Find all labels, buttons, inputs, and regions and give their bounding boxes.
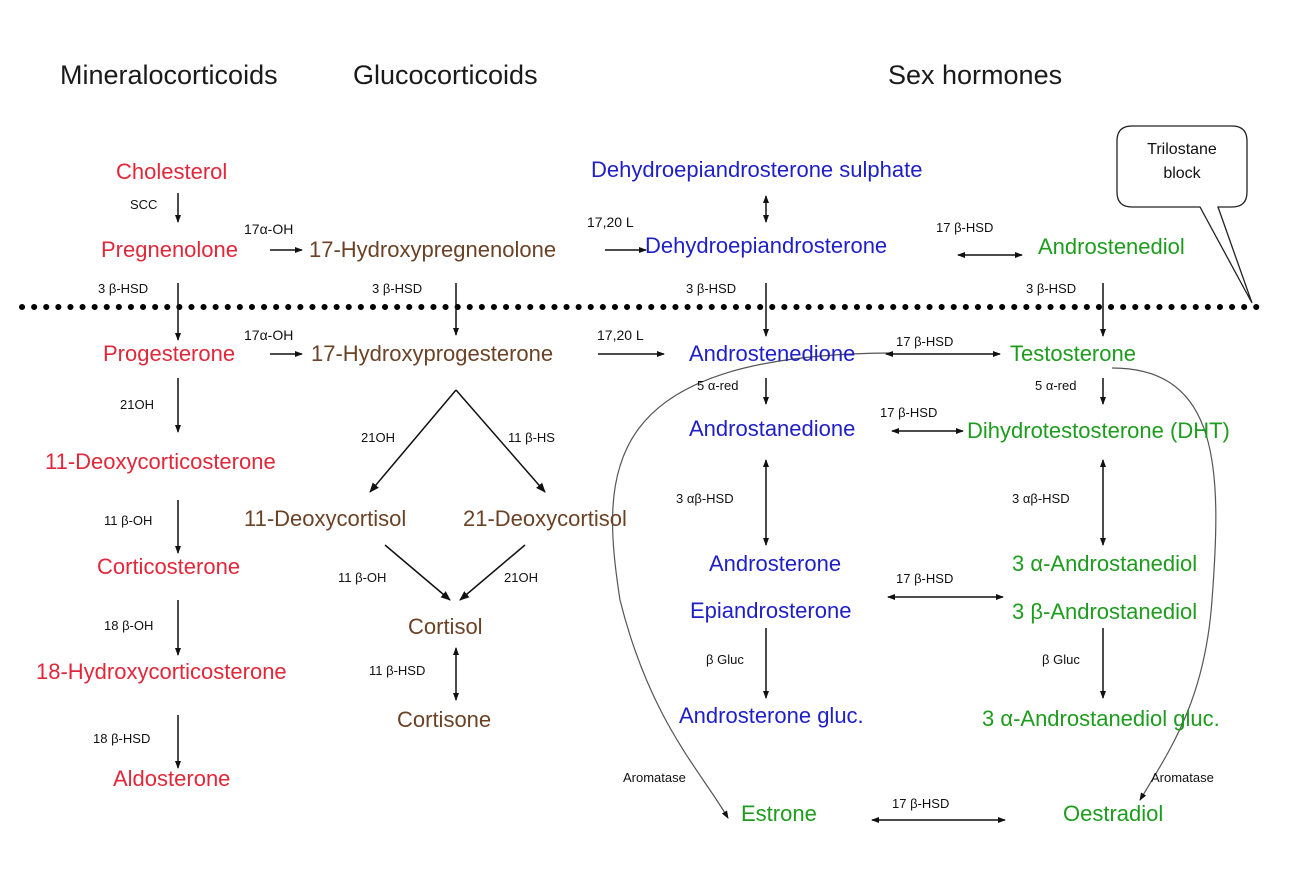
header-mineralocorticoids: Mineralocorticoids <box>60 60 278 90</box>
enzyme-aromatase-a: Aromatase <box>623 770 686 785</box>
enzyme-11b-oh-a: 11 β-OH <box>104 513 153 528</box>
compound-corticosterone: Corticosterone <box>97 554 241 579</box>
enzyme-11b-hs: 11 β-HS <box>508 430 555 445</box>
enzyme-11b-oh-b: 11 β-OH <box>338 570 387 585</box>
compound-progesterone: Progesterone <box>103 341 236 366</box>
compound-11-deoxycortisol: 11-Deoxycortisol <box>244 506 407 531</box>
compound-cortisol: Cortisol <box>408 614 483 639</box>
enzyme-17-20-lyase-a: 17,20 L <box>587 214 634 230</box>
enzyme-3b-hsd-d: 3 β-HSD <box>1026 281 1077 296</box>
compound-21-deoxycortisol: 21-Deoxycortisol <box>463 506 627 531</box>
enzyme-17a-oh-a: 17α-OH <box>244 221 294 237</box>
aromatase-loop-left <box>611 352 891 819</box>
enzyme-17b-hsd-b: 17 β-HSD <box>896 334 954 349</box>
enzyme-17b-hsd-e: 17 β-HSD <box>892 796 950 811</box>
callout-line1: Trilostane <box>1147 141 1217 158</box>
aromatase-loop-right <box>1111 367 1217 801</box>
enzyme-b-gluc-a: β Gluc <box>706 652 744 667</box>
compound-11-deoxycorticosterone: 11-Deoxycorticosterone <box>45 449 276 474</box>
compound-androsterone: Androsterone <box>709 551 842 576</box>
callout-bubble <box>1116 125 1253 304</box>
compound-androstanedione: Androstanedione <box>689 416 856 441</box>
enzyme-3b-hsd-c: 3 β-HSD <box>686 281 737 296</box>
compound-dheas: Dehydroepiandrosterone sulphate <box>591 157 923 182</box>
enzyme-17b-hsd-d: 17 β-HSD <box>896 571 954 586</box>
enzyme-18b-oh: 18 β-OH <box>104 618 154 633</box>
compound-androstenediol: Androstenediol <box>1038 234 1185 259</box>
enzyme-11b-hsd: 11 β-HSD <box>369 663 426 678</box>
arrow-17ohprog-11deoxycortisol <box>369 389 457 493</box>
enzyme-17-20-lyase-b: 17,20 L <box>597 327 644 343</box>
enzyme-21oh-b: 21OH <box>361 430 395 445</box>
compound-pregnenolone: Pregnenolone <box>101 237 239 262</box>
compound-dhea: Dehydroepiandrosterone <box>645 233 888 258</box>
compound-3a-androstanediol-gluc: 3 α-Androstanediol gluc. <box>982 706 1220 731</box>
enzyme-3b-hsd-b: 3 β-HSD <box>372 281 423 296</box>
arrow-11deoxycortisol-cortisol <box>384 544 451 601</box>
compound-cholesterol: Cholesterol <box>116 159 228 184</box>
compound-17-hydroxypregnenolone: 17-Hydroxypregnenolone <box>309 237 557 262</box>
enzyme-aromatase-b: Aromatase <box>1151 770 1214 785</box>
compound-3a-androstanediol: 3 α-Androstanediol <box>1012 551 1198 576</box>
compound-dht: Dihydrotestosterone (DHT) <box>967 418 1230 443</box>
compound-3b-androstanediol: 3 β-Androstanediol <box>1012 599 1198 624</box>
enzyme-5a-red-a: 5 α-red <box>697 378 739 393</box>
header-sex-hormones: Sex hormones <box>888 60 1063 90</box>
compound-cortisone: Cortisone <box>397 707 492 732</box>
enzyme-3ab-hsd-b: 3 αβ-HSD <box>1012 491 1070 506</box>
enzyme-21oh-a: 21OH <box>120 397 154 412</box>
enzyme-b-gluc-b: β Gluc <box>1042 652 1080 667</box>
compound-oestradiol: Oestradiol <box>1063 801 1164 826</box>
compound-17-hydroxyprogesterone: 17-Hydroxyprogesterone <box>311 341 554 366</box>
compound-estrone: Estrone <box>741 801 817 826</box>
enzyme-5a-red-b: 5 α-red <box>1035 378 1077 393</box>
arrow-17ohprog-21deoxycortisol <box>455 389 546 493</box>
enzyme-3b-hsd-a: 3 β-HSD <box>98 281 149 296</box>
header-glucocorticoids: Glucocorticoids <box>353 60 538 90</box>
arrow-21deoxycortisol-cortisol <box>459 544 526 601</box>
callout-line2: block <box>1163 165 1201 182</box>
compound-testosterone: Testosterone <box>1010 341 1136 366</box>
enzyme-18b-hsd: 18 β-HSD <box>93 731 151 746</box>
compound-androsterone-gluc: Androsterone gluc. <box>679 703 864 728</box>
enzyme-17b-hsd-c: 17 β-HSD <box>880 405 938 420</box>
compound-18-hydroxycorticosterone: 18-Hydroxycorticosterone <box>36 659 287 684</box>
enzyme-17a-oh-b: 17α-OH <box>244 327 294 343</box>
enzyme-3ab-hsd-a: 3 αβ-HSD <box>676 491 734 506</box>
compound-aldosterone: Aldosterone <box>113 766 231 791</box>
enzyme-scc: SCC <box>130 197 158 212</box>
enzyme-21oh-c: 21OH <box>504 570 538 585</box>
enzyme-17b-hsd-a: 17 β-HSD <box>936 220 994 235</box>
callout-text: Trilostane block <box>1118 138 1246 186</box>
compound-androstenedione: Androstenedione <box>689 341 856 366</box>
compound-epiandrosterone: Epiandrosterone <box>690 598 852 623</box>
